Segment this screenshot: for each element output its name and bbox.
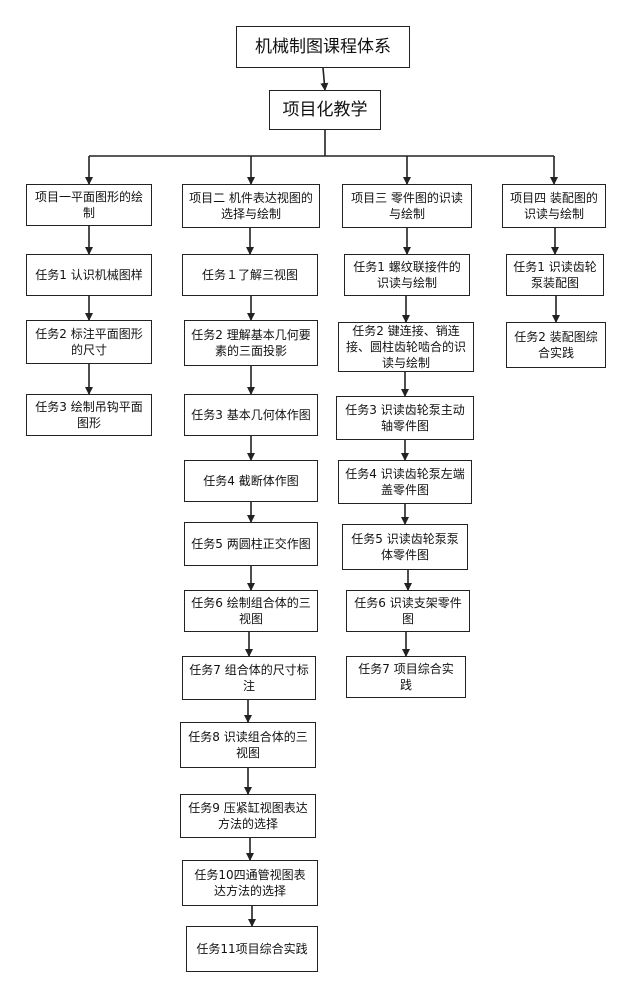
node-course-system: 机械制图课程体系 — [236, 26, 410, 68]
node-label: 任务2 标注平面图形的尺寸 — [35, 327, 143, 357]
node-label: 任务7 项目综合实践 — [358, 662, 454, 692]
node-task: 任务2 键连接、销连接、圆柱齿轮啮合的识读与绘制 — [338, 322, 474, 372]
node-task: 任务１了解三视图 — [182, 254, 318, 296]
node-task: 任务2 标注平面图形的尺寸 — [26, 320, 152, 364]
node-label: 任务10四通管视图表达方法的选择 — [194, 868, 306, 898]
node-task: 任务4 识读齿轮泵左端盖零件图 — [338, 460, 472, 504]
connector-arrow — [320, 67, 329, 91]
node-project-1: 项目一平面图形的绘制 — [26, 184, 152, 226]
node-project-2: 项目二 机件表达视图的选择与绘制 — [182, 184, 320, 228]
node-task: 任务4 截断体作图 — [184, 460, 318, 502]
node-label: 任务3 识读齿轮泵主动轴零件图 — [345, 403, 465, 433]
node-label: 任务2 键连接、销连接、圆柱齿轮啮合的识读与绘制 — [345, 324, 466, 370]
node-task: 任务1 螺纹联接件的识读与绘制 — [344, 254, 470, 296]
node-label: 机械制图课程体系 — [255, 37, 391, 57]
node-task: 任务7 组合体的尺寸标注 — [182, 656, 316, 700]
node-label: 任务2 理解基本几何要素的三面投影 — [191, 328, 311, 358]
node-task: 任务3 识读齿轮泵主动轴零件图 — [336, 396, 474, 440]
node-label: 任务6 识读支架零件图 — [354, 596, 462, 626]
node-label: 任务2 装配图综合实践 — [514, 330, 598, 360]
node-task: 任务9 压紧缸视图表达方法的选择 — [180, 794, 316, 838]
node-label: 任务7 组合体的尺寸标注 — [189, 663, 309, 693]
node-task: 任务6 识读支架零件图 — [346, 590, 470, 632]
node-label: 任务6 绘制组合体的三视图 — [191, 596, 311, 626]
node-task: 任务3 基本几何体作图 — [184, 394, 318, 436]
node-label: 项目二 机件表达视图的选择与绘制 — [189, 191, 313, 221]
node-task: 任务2 装配图综合实践 — [506, 322, 606, 368]
node-label: 项目四 装配图的识读与绘制 — [510, 191, 598, 221]
node-label: 任务4 截断体作图 — [203, 474, 299, 488]
node-label: 项目三 零件图的识读与绘制 — [351, 191, 463, 221]
node-label: 任务9 压紧缸视图表达方法的选择 — [188, 801, 308, 831]
node-task: 任务8 识读组合体的三视图 — [180, 722, 316, 768]
node-label: 任务5 识读齿轮泵泵体零件图 — [351, 532, 459, 562]
node-label: 项目一平面图形的绘制 — [34, 190, 143, 220]
node-project-4: 项目四 装配图的识读与绘制 — [502, 184, 606, 228]
node-task: 任务7 项目综合实践 — [346, 656, 466, 698]
node-task: 任务5 两圆柱正交作图 — [184, 522, 318, 566]
node-task: 任务1 认识机械图样 — [26, 254, 152, 296]
node-project-teaching: 项目化教学 — [269, 90, 381, 130]
node-label: 任务5 两圆柱正交作图 — [191, 537, 311, 551]
node-task: 任务11项目综合实践 — [186, 926, 318, 972]
node-task: 任务1 识读齿轮泵装配图 — [506, 254, 604, 296]
node-label: 任务8 识读组合体的三视图 — [188, 730, 308, 760]
node-label: 任务1 认识机械图样 — [35, 268, 143, 282]
node-task: 任务5 识读齿轮泵泵体零件图 — [342, 524, 468, 570]
node-task: 任务10四通管视图表达方法的选择 — [182, 860, 318, 906]
node-task: 任务2 理解基本几何要素的三面投影 — [184, 320, 318, 366]
node-label: 任务1 螺纹联接件的识读与绘制 — [353, 260, 461, 290]
node-label: 任务１了解三视图 — [201, 268, 298, 282]
node-label: 任务1 识读齿轮泵装配图 — [513, 260, 597, 290]
node-label: 任务4 识读齿轮泵左端盖零件图 — [345, 467, 465, 497]
node-label: 任务3 绘制吊钩平面图形 — [35, 400, 143, 430]
node-task: 任务6 绘制组合体的三视图 — [184, 590, 318, 632]
node-label: 任务11项目综合实践 — [196, 942, 308, 956]
node-label: 任务3 基本几何体作图 — [191, 408, 311, 422]
node-project-3: 项目三 零件图的识读与绘制 — [342, 184, 472, 228]
node-task: 任务3 绘制吊钩平面图形 — [26, 394, 152, 436]
node-label: 项目化教学 — [282, 100, 368, 120]
